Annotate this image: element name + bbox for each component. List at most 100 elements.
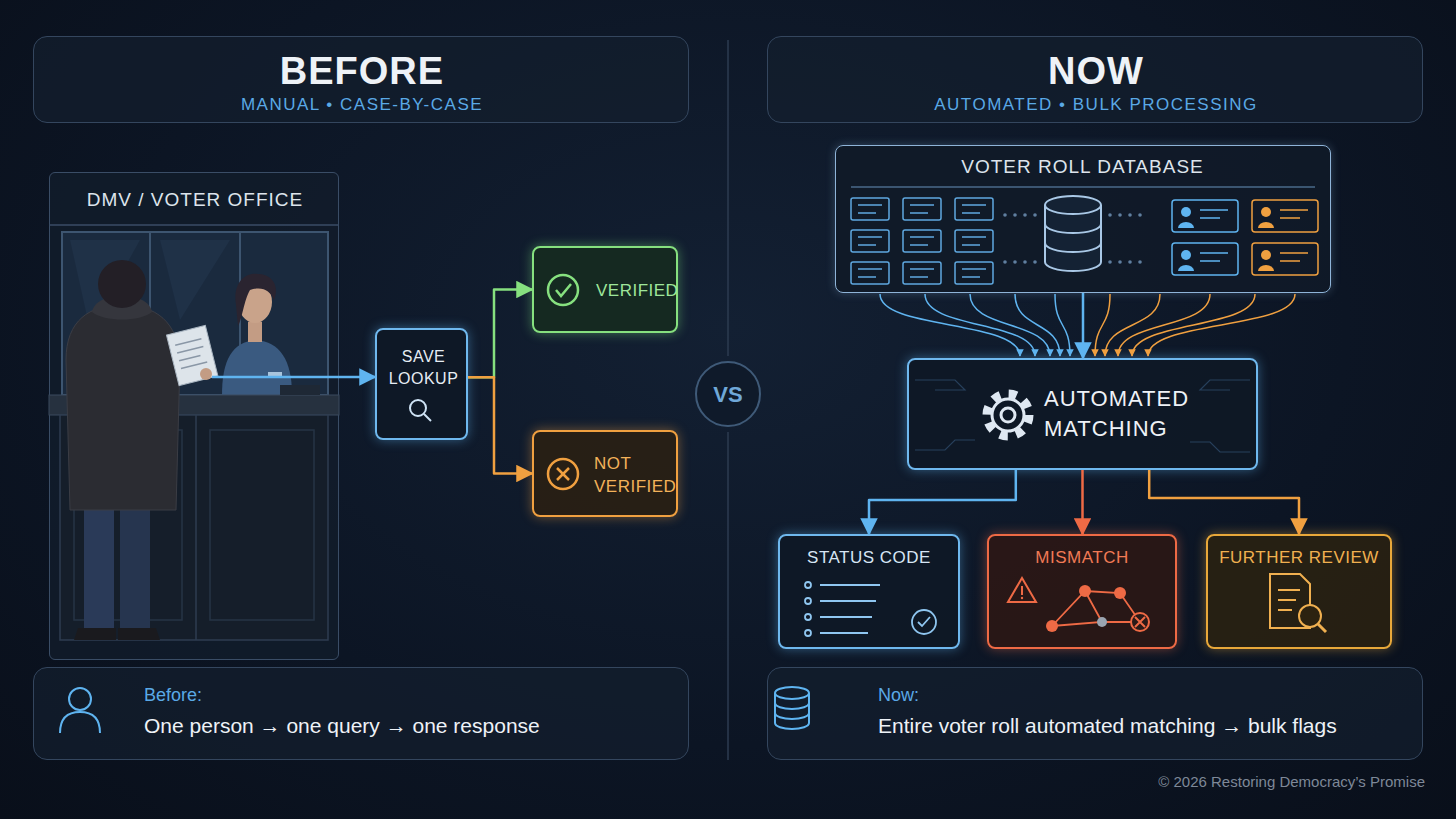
record-icons-rect: [851, 230, 889, 252]
clerk-figure: [222, 274, 292, 395]
person-cards-rect: [1252, 200, 1318, 232]
person-figure-path: [66, 305, 180, 510]
gear-icon-circle: [1001, 408, 1015, 422]
person-cards-circle: [1261, 207, 1271, 217]
person-figure-path: [170, 340, 205, 372]
review-icon-path: [1278, 590, 1300, 610]
hand-lead-line: [212, 376, 339, 379]
person-cards-path: [1178, 222, 1194, 228]
person-cards-path: [1258, 222, 1274, 228]
person-figure-circle: [98, 260, 146, 308]
mismatch-icon-path: [1052, 591, 1140, 626]
person-cards-circle: [1181, 250, 1191, 260]
review-icon-path: [1270, 574, 1310, 628]
cross-icon-circle: [548, 459, 578, 489]
magnifier-icon-circle: [410, 400, 426, 416]
flow-arrow: [869, 470, 1016, 534]
record-icons-rect: [851, 198, 889, 220]
check-icon-path: [556, 284, 571, 296]
counter-line: [195, 415, 197, 640]
process-box: SAVE LOOKUP: [375, 328, 468, 440]
mismatch-icon-circle: [1079, 585, 1091, 597]
magnifier-icon: [410, 400, 431, 421]
clerk-figure-rect: [248, 322, 262, 342]
person-figure-circle: [200, 368, 212, 380]
person-figure: [66, 260, 218, 640]
flow-arrow: [468, 377, 532, 473]
status-list-icon-circle: [805, 630, 811, 636]
person-cards-path: [1200, 210, 1228, 261]
node-text: AUTOMATED • BULK PROCESSING: [768, 95, 1424, 115]
office-scene-path: [160, 240, 230, 320]
status-list-icon-circle: [805, 614, 811, 620]
node-title: Now:: [878, 685, 1408, 707]
node-title: STATUS CODE: [780, 548, 958, 568]
node-title: BEFORE: [34, 49, 690, 95]
record-icons-rect: [903, 198, 941, 220]
node-title: VOTER ROLL DATABASE: [836, 156, 1329, 179]
bulk-flow-lines-path: [1105, 294, 1160, 356]
dots-circle: [1138, 260, 1142, 264]
record-icons-rect: [955, 230, 993, 252]
result-box: NOT VERIFIED: [532, 430, 678, 517]
mismatch-icon-circle: [1131, 613, 1149, 631]
node-title: MISMATCH: [989, 548, 1175, 568]
dots-circle: [1108, 213, 1112, 217]
gear-icon-circle: [987, 394, 1029, 436]
person-cards-rect: [1252, 243, 1318, 275]
cross-icon: [548, 459, 578, 489]
record-icons-rect: [955, 262, 993, 284]
bulk-flow-lines-path: [880, 294, 1020, 356]
dots-circle: [1013, 213, 1017, 217]
node-title: DMV / VOTER OFFICE: [50, 189, 340, 212]
mismatch-icon-circle: [1021, 597, 1023, 599]
node-title: AUTOMATED MATCHING: [1044, 384, 1214, 443]
database-cylinder: [1045, 196, 1101, 271]
dots-circle: [1023, 260, 1027, 264]
clerk-figure-path: [222, 340, 292, 395]
clerk-figure-path: [235, 274, 276, 326]
record-icons-path: [858, 205, 986, 277]
database-cylinder-path: [1045, 205, 1101, 271]
status-list-icon-circle: [805, 582, 811, 588]
database-icon: [775, 687, 809, 729]
person-figure-g-line: [177, 347, 203, 354]
record-icons-rect: [903, 230, 941, 252]
counter-rect: [49, 395, 339, 415]
outcome-box: MISMATCH: [987, 534, 1177, 649]
office-scene-path: [70, 240, 140, 330]
status-list-icon-circle: [912, 610, 936, 634]
circuit-traces-path: [915, 380, 1250, 452]
status-list-icon-path: [820, 585, 880, 633]
person-figure-g-line: [179, 355, 200, 360]
bulk-flow-lines-path: [1095, 294, 1110, 356]
person-cards-circle: [1261, 250, 1271, 260]
mismatch-icon-path: [1135, 617, 1145, 627]
cross-icon-line: [557, 468, 569, 480]
result-box: VERIFIED: [532, 246, 678, 333]
record-icons-rect: [903, 262, 941, 284]
office-frame: DMV / VOTER OFFICE: [49, 172, 339, 660]
bulk-flow-lines-path: [1015, 294, 1060, 356]
node-title: NOW: [768, 49, 1424, 95]
office-scene: [49, 225, 339, 395]
person-outline-icon-circle: [69, 688, 91, 710]
flow-arrow: [468, 290, 532, 378]
review-icon-circle: [1299, 605, 1321, 627]
dots-circle: [1128, 260, 1132, 264]
node-text: Entire voter roll automated matching → b…: [878, 713, 1418, 738]
status-list-icon-path: [918, 617, 930, 626]
vs-circle: VS: [695, 361, 761, 427]
person-figure-g: [166, 325, 217, 385]
node-title: VERIFIED: [596, 281, 678, 301]
person-cards-rect: [1172, 243, 1238, 275]
mismatch-icon-path: [1008, 578, 1036, 602]
person-figure-g-line: [181, 362, 207, 369]
record-icons-rect: [955, 198, 993, 220]
status-list-icon: [805, 582, 936, 636]
outcome-box: STATUS CODE: [778, 534, 960, 649]
summary-panel: Now: Entire voter roll automated matching…: [767, 667, 1423, 760]
database-icon-path: [775, 693, 809, 729]
flow-arrow: [1149, 470, 1299, 534]
